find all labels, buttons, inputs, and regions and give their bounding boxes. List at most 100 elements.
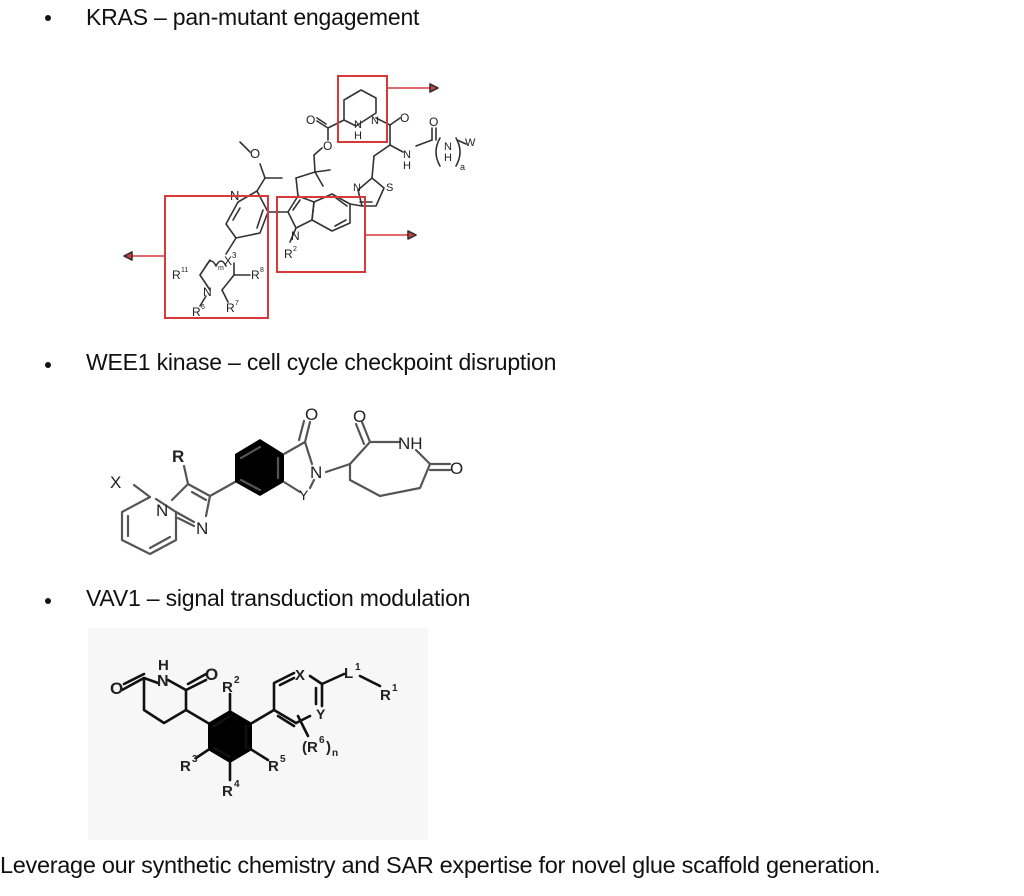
vav1-bond: [250, 708, 276, 725]
atom-label: N: [444, 141, 452, 153]
vav1-bond: [166, 678, 188, 692]
vav1-bond: [194, 748, 210, 760]
vav1-image-background: [88, 628, 428, 840]
atom-label: H: [444, 152, 452, 164]
atom-label: O: [250, 146, 260, 161]
atom-label: N: [196, 519, 208, 538]
wee1-bond: [282, 480, 302, 494]
vav1-bond: [358, 674, 382, 688]
wee1-bond: [170, 482, 190, 502]
kras-bond: [314, 169, 331, 173]
atom-label: O: [305, 405, 318, 424]
kras-bond: [232, 207, 241, 221]
atom-label: NH: [398, 434, 423, 453]
wee1-bond: [186, 482, 212, 498]
kras-structure-svg: O N X 3 m R 11 R 8 N R 6 R 7 N R 2 O O N…: [123, 75, 476, 319]
footer-statement: Leverage our synthetic chemistry and SAR…: [0, 852, 881, 878]
wee1-bond: [190, 490, 208, 502]
kras-bond: [334, 219, 347, 227]
atom-label: N: [156, 501, 168, 520]
atom-label: R: [222, 679, 233, 696]
kras-bond: [256, 209, 264, 229]
atom-label: H: [403, 160, 411, 172]
kras-bond: [456, 139, 467, 145]
atom-label: N: [354, 119, 362, 131]
atom-label: R: [222, 783, 233, 800]
atom-label: N: [157, 673, 169, 690]
atom-label-sup: 7: [235, 300, 239, 307]
atom-label: W: [465, 137, 476, 149]
kras-bond: [239, 141, 251, 153]
highlight-box-piperidine-region: [164, 195, 269, 319]
atom-label-sup: 1: [355, 662, 361, 673]
atom-label-sup: 6: [201, 304, 205, 311]
kras-bond: [327, 119, 345, 129]
vav1-bond: [250, 748, 270, 762]
atom-label: R: [226, 301, 235, 315]
atom-label: S: [386, 182, 393, 194]
atom-label: X: [110, 473, 121, 492]
kras-bond: [316, 120, 329, 129]
kras-indole-benzo-ring: [311, 193, 351, 232]
kras-bond: [295, 177, 299, 197]
wee1-glutarimide-ring: [348, 448, 432, 498]
vav1-bond: [212, 746, 232, 759]
bullet-label-wee1: WEE1 kinase – cell cycle checkpoint disr…: [86, 349, 557, 375]
wee1-bond: [154, 497, 178, 514]
kras-bond: [259, 163, 266, 179]
kras-bond: [313, 147, 323, 156]
atom-label: O: [450, 459, 463, 478]
vav1-bond: [184, 678, 208, 692]
kras-bond: [373, 144, 391, 157]
kras-bond: [316, 117, 327, 125]
atom-label: H: [158, 657, 169, 674]
atom-label: O: [306, 113, 315, 127]
vav1-structure-svg: O N H O R 2 R 3 R 4 R 5 X Y L 1 R 1 (R 6…: [88, 628, 428, 840]
wee1-bond: [354, 422, 366, 446]
vav1-bond: [122, 672, 146, 686]
atom-label: X: [224, 254, 232, 268]
vav1-bond: [296, 714, 310, 738]
atom-label-sup: 8: [260, 267, 264, 274]
kras-indole-five-ring: [287, 195, 315, 229]
kras-hexahydropyridazine-ring: [343, 89, 377, 127]
bullet-dot: [45, 15, 51, 21]
atom-label-sup: 1: [392, 683, 398, 694]
atom-label-sup: 3: [232, 251, 237, 260]
vav1-glutarimide-ring: [142, 676, 188, 725]
atom-label: N: [403, 149, 411, 161]
wee1-bond: [132, 483, 152, 499]
atom-label: O: [400, 111, 409, 125]
wee1-bond: [204, 494, 212, 518]
wee1-bond: [303, 420, 312, 444]
atom-label: R: [284, 247, 293, 261]
kras-bond: [313, 154, 316, 173]
bullet-dot: [45, 362, 51, 368]
wee1-bond: [182, 464, 190, 486]
atom-label: N: [371, 115, 379, 127]
kras-bond: [289, 227, 297, 243]
wee1-bond: [308, 478, 316, 490]
kras-bond: [292, 199, 301, 211]
wee1-bond: [282, 440, 307, 456]
atom-label: H: [354, 130, 362, 142]
kras-bond: [221, 274, 235, 291]
wee1-bond: [303, 440, 314, 466]
atom-label: N: [291, 229, 300, 243]
atom-label: O: [353, 407, 366, 426]
kras-bond: [371, 155, 375, 179]
atom-label: R: [380, 687, 391, 704]
atom-label: Y: [316, 706, 326, 722]
wee1-bond: [239, 445, 262, 460]
arrowhead-icon: [429, 83, 439, 93]
bullet-label-kras: KRAS – pan-mutant engagement: [86, 4, 420, 30]
kras-bond: [221, 289, 229, 303]
vav1-bond: [320, 672, 346, 686]
wee1-structure-diagram: X R N N O N Y O NH O: [100, 392, 480, 572]
atom-label: R: [268, 758, 279, 775]
kras-structure-diagram: O N X 3 m R 11 R 8 N R 6 R 7 N R 2 O O N…: [110, 60, 490, 330]
atom-label: X: [295, 667, 305, 684]
kras-bond: [205, 260, 227, 267]
atom-label: (R: [302, 739, 318, 756]
atom-label: N: [310, 463, 322, 482]
